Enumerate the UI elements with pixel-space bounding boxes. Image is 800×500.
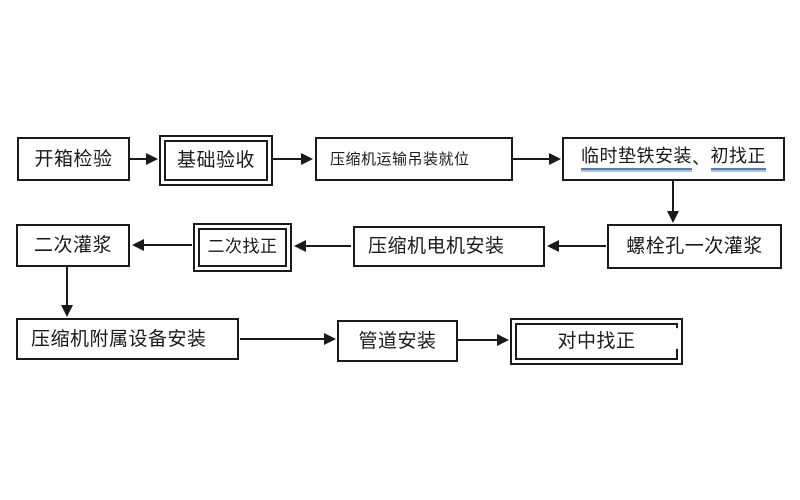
flow-step-compressor-transport-hoisting: 压缩机运输吊装就位 — [315, 137, 513, 181]
underlined-text: 初找正 — [710, 148, 766, 170]
arrow-foundation-to-transport — [273, 153, 313, 165]
separator-text: 、 — [692, 148, 711, 169]
flow-step-foundation-acceptance: 基础验收 — [159, 135, 273, 186]
flow-step-auxiliary-equipment-installation: 压缩机附属设备安装 — [16, 318, 239, 360]
arrow-piping-to-centering — [458, 334, 509, 346]
arrow-motor-to-alignment2 — [294, 240, 351, 252]
arrow-transport-to-shim — [513, 153, 561, 165]
flow-step-secondary-alignment: 二次找正 — [193, 223, 292, 272]
flow-step-secondary-grouting: 二次灌浆 — [16, 224, 130, 267]
flow-step-bolt-hole-first-grouting: 螺栓孔一次灌浆 — [607, 224, 782, 269]
arrow-grouting2-to-auxiliary — [61, 267, 73, 317]
arrow-alignment2-to-grouting2 — [132, 239, 192, 251]
underlined-text: 临时垫铁安装 — [581, 148, 692, 170]
arrow-unboxing-to-foundation — [130, 153, 158, 165]
flow-step-centering-alignment: 对中找正 — [510, 318, 683, 365]
flow-step-temporary-shim-initial-alignment: 临时垫铁安装、初找正 — [562, 137, 785, 181]
arrow-shim-to-grouting1 — [667, 181, 679, 223]
flow-step-unboxing-inspection: 开箱检验 — [17, 137, 130, 181]
flow-step-compressor-motor-installation: 压缩机电机安装 — [353, 226, 545, 267]
watermark-remnant — [671, 328, 681, 349]
flow-step-piping-installation: 管道安装 — [337, 320, 458, 362]
arrow-auxiliary-to-piping — [240, 333, 336, 345]
arrow-grouting1-to-motor — [547, 240, 606, 252]
